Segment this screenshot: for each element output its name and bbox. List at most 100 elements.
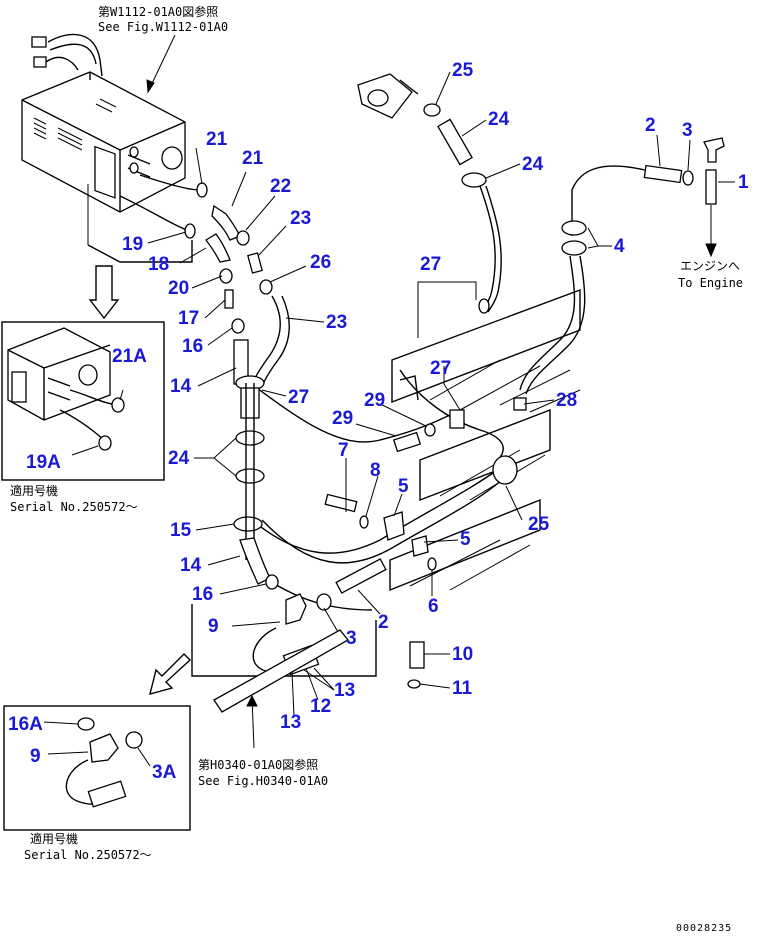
callout-23-left: 23 (326, 312, 347, 333)
callout-23-top: 24 (488, 109, 510, 130)
callout-18: 18 (148, 254, 169, 275)
callout-26: 27 (288, 387, 309, 408)
bolt-28 (392, 431, 422, 453)
clamp-5-upper (383, 511, 405, 541)
clamp-16 (231, 318, 245, 334)
callout-12: 12 (310, 696, 331, 717)
inset-top-serial-en: Serial No.250572～ (10, 500, 138, 514)
clamp-24-right (492, 455, 518, 485)
callout-3A: 3A (152, 762, 177, 783)
engine-pipe (213, 629, 349, 713)
clamp-25-top (423, 103, 441, 117)
callout-13-left: 13 (280, 712, 301, 733)
callout-28: 29 (332, 408, 353, 429)
callout-21-lower: 22 (270, 176, 291, 197)
callout-16A: 16A (8, 714, 43, 735)
top-reference-en: See Fig.W1112-01A0 (98, 20, 228, 34)
callout-leaders (43, 71, 735, 767)
inset-top-frame (1, 321, 165, 481)
callout-14-upper: 14 (170, 376, 192, 397)
callout-21A: 21A (112, 346, 147, 367)
valve-bracket (357, 73, 419, 119)
top-reference-jp: 第W1112-01A0図参照 (98, 4, 218, 19)
hose-18 (205, 233, 231, 263)
inset-top-arrow (88, 265, 120, 320)
clamp-4-upper (561, 220, 587, 236)
callout-25-top: 25 (452, 60, 474, 81)
callout-29: 29 (364, 390, 385, 411)
inset-valve-9 (89, 733, 119, 763)
callout-22: 23 (290, 208, 311, 229)
hose-main-upper (245, 379, 461, 443)
engine-arrowhead (705, 243, 717, 258)
callout-9: 9 (208, 616, 219, 637)
callout-3-right: 3 (682, 120, 693, 141)
clamp-24-top (461, 172, 487, 188)
pipe-23-top (437, 118, 473, 166)
hose-20 (211, 204, 241, 241)
tee-1-top (703, 137, 725, 163)
callout-8: 8 (370, 460, 381, 481)
callout-5-lower: 5 (460, 529, 471, 550)
washer-29 (424, 423, 436, 437)
callout-24-top: 24 (522, 154, 544, 175)
callout-20: 21 (242, 148, 264, 169)
washer-11 (407, 679, 421, 689)
bottom-reference-en: See Fig.H0340-01A0 (198, 774, 328, 788)
inset-sensor (87, 780, 127, 808)
center-pipe (245, 383, 255, 560)
callout-14-lower: 14 (180, 555, 202, 576)
inset-bottom-serial-en: Serial No.250572～ (24, 848, 152, 862)
callout-2-right: 2 (645, 115, 656, 136)
bottom-reference-arrowhead (246, 694, 258, 707)
heater-bracket-line (87, 240, 193, 263)
callout-17: 17 (178, 308, 199, 329)
valve-9 (285, 593, 307, 625)
hose-right-lower-2 (525, 255, 586, 395)
clamp-19A (98, 435, 112, 451)
callout-19-upper: 19 (122, 234, 143, 255)
clamp-21-upper (196, 182, 208, 198)
callout-27-mid: 27 (430, 358, 451, 379)
nut-6 (427, 557, 437, 571)
bottom-reference-jp: 第H0340-01A0図参照 (198, 757, 318, 772)
bolt-10 (409, 641, 425, 669)
clamp-3-right (682, 170, 694, 186)
clamp-19 (184, 223, 196, 239)
clamp-5-lower (411, 535, 429, 557)
chassis-frame (389, 288, 581, 592)
inset-bottom-serial-jp: 適用号機 (30, 831, 78, 846)
hose-main-lower-2 (261, 477, 505, 564)
callout-19A: 19A (26, 452, 61, 473)
heater-hose-lower (119, 195, 193, 233)
callout-5-upper: 5 (398, 476, 409, 497)
callout-19-lower: 20 (168, 278, 189, 299)
clamp-15 (233, 516, 263, 532)
drawing-code: 00028235 (676, 923, 732, 934)
callout-24-right: 25 (528, 514, 550, 535)
callout-15: 15 (170, 520, 192, 541)
hose-right-upper (571, 165, 646, 236)
pipe-26 (240, 387, 260, 419)
hose-bottom (267, 579, 373, 611)
clamp-24-upper (235, 430, 265, 446)
clamp-3-center (316, 593, 332, 611)
callout-21-upper: 21 (206, 129, 228, 150)
heater-unit (21, 71, 186, 213)
clamp-19-lower (219, 268, 233, 284)
clamp-21-lower (236, 230, 250, 246)
clamp-16-lower (265, 574, 279, 590)
heater-wiring (31, 33, 103, 77)
clamp-4-lower (561, 240, 587, 256)
inset-clamp-3A (125, 731, 143, 749)
engine-note-en: To Engine (678, 276, 743, 290)
callout-3-center: 3 (346, 628, 357, 649)
pipe-2-center (335, 558, 387, 594)
callout-9-inset: 9 (30, 746, 41, 767)
inset-bottom-frame (3, 705, 191, 831)
pipe-22 (247, 252, 263, 274)
hose-right-lower (519, 255, 576, 391)
clamp-24-lower (235, 468, 265, 484)
inset-bottom-arrow (149, 653, 192, 695)
